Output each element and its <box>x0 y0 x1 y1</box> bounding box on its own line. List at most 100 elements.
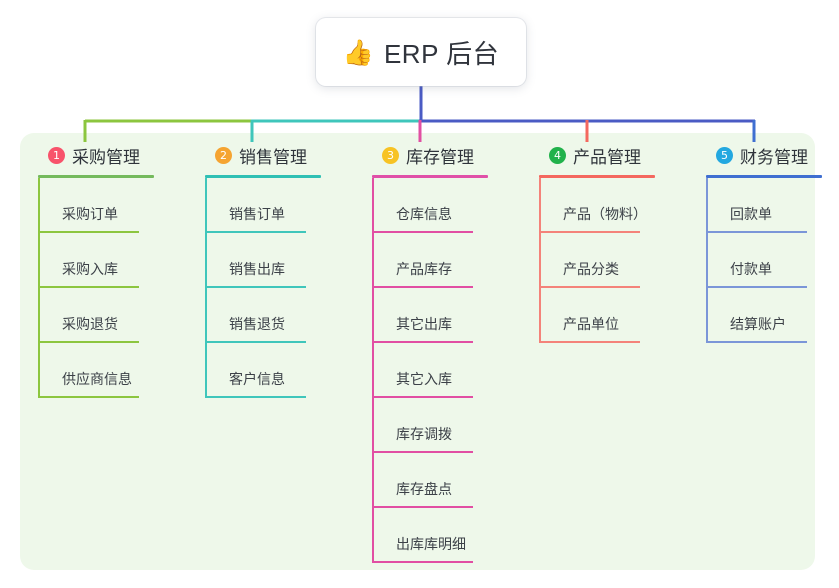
leaf-underline <box>40 286 139 288</box>
leaf-item[interactable]: 产品分类 <box>541 233 691 288</box>
leaf-item[interactable]: 其它入库 <box>374 343 524 398</box>
leaf-label: 产品单位 <box>563 316 619 332</box>
leaf-label: 客户信息 <box>229 371 285 387</box>
leaf-underline <box>40 341 139 343</box>
leaf-underline <box>207 231 306 233</box>
leaf-underline <box>374 231 473 233</box>
branch-item-list: 采购订单采购入库采购退货供应商信息 <box>38 178 190 398</box>
leaf-item[interactable]: 库存调拨 <box>374 398 524 453</box>
branch-number-badge: 1 <box>48 146 65 164</box>
leaf-label: 销售订单 <box>229 206 285 222</box>
leaf-underline <box>207 341 306 343</box>
branch-underline <box>706 175 822 178</box>
leaf-underline <box>708 231 807 233</box>
leaf-underline <box>40 231 139 233</box>
leaf-underline <box>541 231 640 233</box>
branch-underline <box>38 175 154 178</box>
leaf-item[interactable]: 产品（物料） <box>541 178 691 233</box>
root-node[interactable]: 👍 ERP 后台 <box>316 18 526 86</box>
branch-number-badge: 5 <box>716 146 733 164</box>
leaf-label: 供应商信息 <box>62 371 132 387</box>
branch-underline <box>205 175 321 178</box>
branch-underline <box>539 175 655 178</box>
diagram-panel <box>20 133 815 570</box>
leaf-label: 销售退货 <box>229 316 285 332</box>
branch-number-badge: 4 <box>549 146 566 164</box>
leaf-label: 回款单 <box>730 206 772 222</box>
leaf-underline <box>207 396 306 398</box>
thumbs-up-icon: 👍 <box>342 37 374 67</box>
leaf-item[interactable]: 销售订单 <box>207 178 357 233</box>
branch-column-1: 1 采购管理采购订单采购入库采购退货供应商信息 <box>30 142 190 398</box>
leaf-item[interactable]: 回款单 <box>708 178 839 233</box>
leaf-label: 产品（物料） <box>563 206 647 222</box>
leaf-item[interactable]: 产品单位 <box>541 288 691 343</box>
leaf-label: 采购订单 <box>62 206 118 222</box>
branch-number-badge: 2 <box>215 146 232 164</box>
branch-header-1[interactable]: 1 采购管理 <box>30 142 190 168</box>
branch-header-2[interactable]: 2 销售管理 <box>197 142 357 168</box>
leaf-label: 产品库存 <box>396 261 452 277</box>
leaf-label: 销售出库 <box>229 261 285 277</box>
branch-underline <box>372 175 488 178</box>
branch-spine <box>205 178 207 398</box>
branch-title: 产品管理 <box>573 147 641 167</box>
leaf-underline <box>374 396 473 398</box>
leaf-item[interactable]: 采购退货 <box>40 288 190 343</box>
leaf-underline <box>374 341 473 343</box>
leaf-item[interactable]: 供应商信息 <box>40 343 190 398</box>
leaf-label: 付款单 <box>730 261 772 277</box>
leaf-underline <box>708 286 807 288</box>
leaf-item[interactable]: 其它出库 <box>374 288 524 343</box>
branch-column-4: 4 产品管理产品（物料） 产品分类产品单位 <box>531 142 691 343</box>
branch-title: 财务管理 <box>740 147 808 167</box>
leaf-item[interactable]: 结算账户 <box>708 288 839 343</box>
leaf-label: 其它入库 <box>396 371 452 387</box>
leaf-item[interactable]: 出库库明细 <box>374 508 524 563</box>
branch-title: 销售管理 <box>239 147 307 167</box>
leaf-label: 采购退货 <box>62 316 118 332</box>
leaf-underline <box>374 451 473 453</box>
leaf-label: 其它出库 <box>396 316 452 332</box>
branch-column-3: 3 库存管理仓库信息产品库存其它出库其它入库库存调拨库存盘点出库库明细 <box>364 142 524 563</box>
leaf-item[interactable]: 客户信息 <box>207 343 357 398</box>
leaf-label: 库存盘点 <box>396 481 452 497</box>
branch-column-5: 5 财务管理回款单付款单结算账户 <box>698 142 839 343</box>
leaf-underline <box>374 286 473 288</box>
leaf-underline <box>541 341 640 343</box>
leaf-label: 出库库明细 <box>396 536 466 552</box>
leaf-item[interactable]: 采购订单 <box>40 178 190 233</box>
leaf-underline <box>374 506 473 508</box>
leaf-item[interactable]: 产品库存 <box>374 233 524 288</box>
leaf-item[interactable]: 销售出库 <box>207 233 357 288</box>
branch-item-list: 回款单付款单结算账户 <box>706 178 839 343</box>
branch-number-badge: 3 <box>382 146 399 164</box>
leaf-underline <box>374 561 473 563</box>
branch-item-list: 销售订单销售出库销售退货客户信息 <box>205 178 357 398</box>
branch-item-list: 仓库信息产品库存其它出库其它入库库存调拨库存盘点出库库明细 <box>372 178 524 563</box>
leaf-item[interactable]: 采购入库 <box>40 233 190 288</box>
leaf-item[interactable]: 付款单 <box>708 233 839 288</box>
leaf-underline <box>708 341 807 343</box>
leaf-label: 库存调拨 <box>396 426 452 442</box>
leaf-item[interactable]: 销售退货 <box>207 288 357 343</box>
leaf-underline <box>541 286 640 288</box>
branch-spine <box>372 178 374 563</box>
leaf-item[interactable]: 库存盘点 <box>374 453 524 508</box>
leaf-item[interactable]: 仓库信息 <box>374 178 524 233</box>
branch-spine <box>706 178 708 343</box>
leaf-underline <box>207 286 306 288</box>
root-title: ERP 后台 <box>383 38 500 69</box>
leaf-label: 采购入库 <box>62 261 118 277</box>
leaf-underline <box>40 396 139 398</box>
branch-header-3[interactable]: 3 库存管理 <box>364 142 524 168</box>
branch-title: 库存管理 <box>406 147 474 167</box>
leaf-label: 仓库信息 <box>396 206 452 222</box>
branch-spine <box>539 178 541 343</box>
leaf-label: 产品分类 <box>563 261 619 277</box>
branch-title: 采购管理 <box>72 147 140 167</box>
branch-spine <box>38 178 40 398</box>
branch-header-5[interactable]: 5 财务管理 <box>698 142 839 168</box>
branch-header-4[interactable]: 4 产品管理 <box>531 142 691 168</box>
